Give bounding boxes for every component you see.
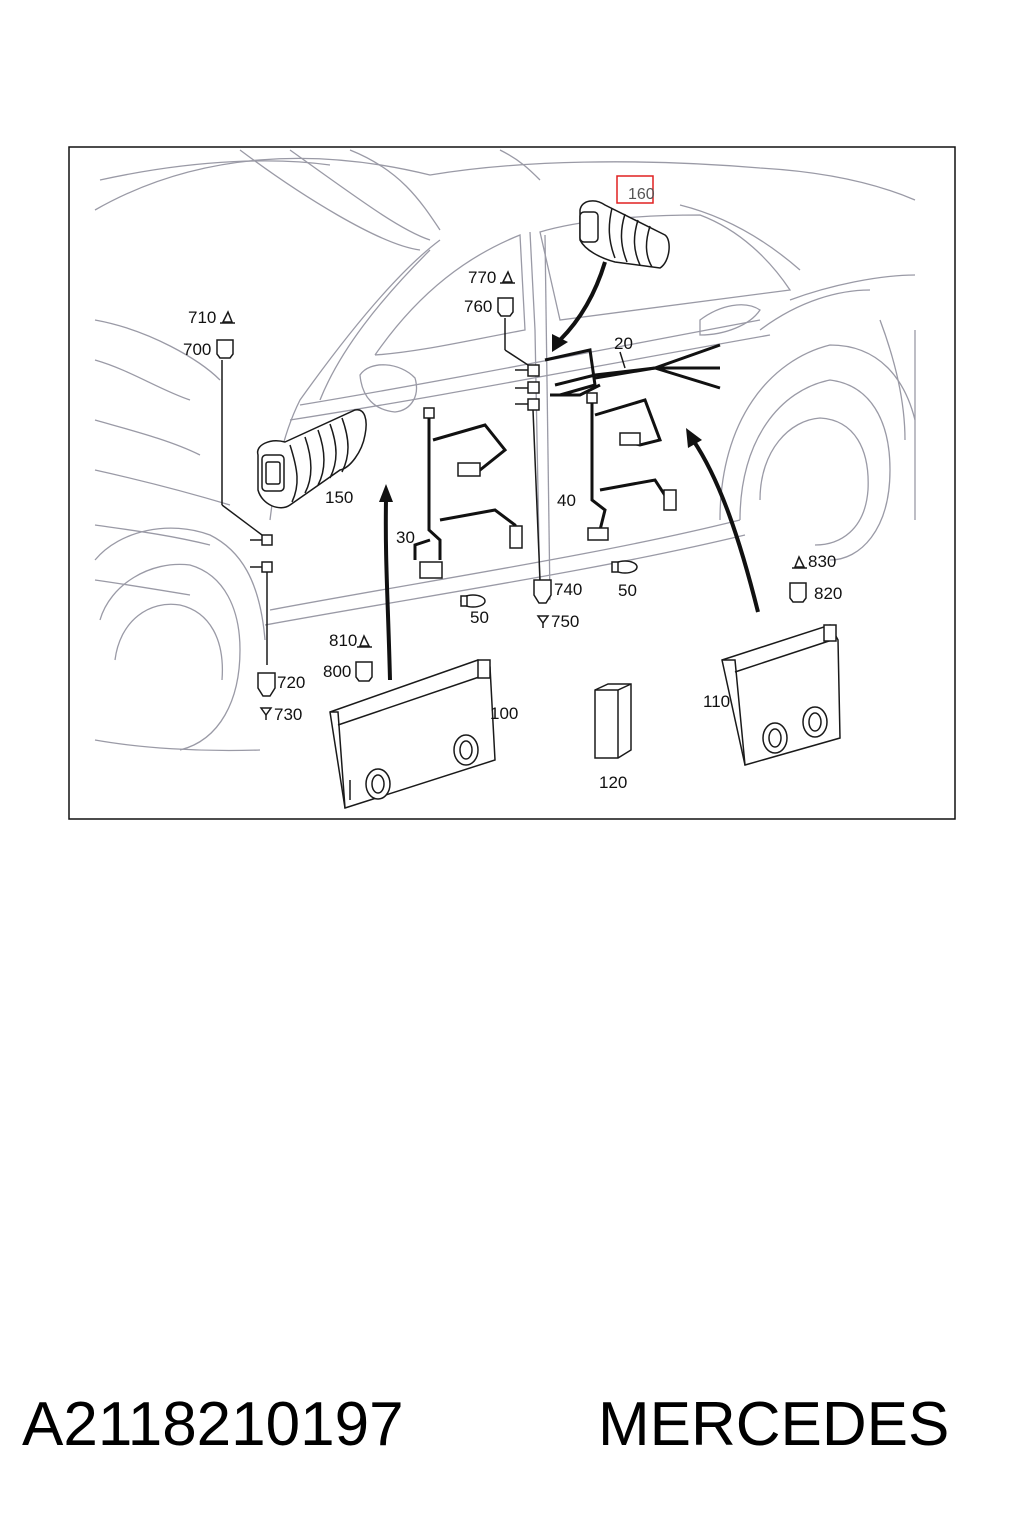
callout-720: 720 bbox=[277, 673, 305, 692]
terminal-symbols bbox=[216, 270, 807, 720]
harness-30 bbox=[413, 407, 523, 579]
callout-labels: 160 20 770 760 710 700 150 30 40 830 820… bbox=[183, 186, 842, 792]
callout-40: 40 bbox=[557, 491, 576, 510]
bulb-50-left bbox=[460, 594, 486, 608]
grommet-150 bbox=[256, 409, 367, 509]
connector-block-b-pillar bbox=[504, 318, 541, 581]
control-unit-100 bbox=[329, 659, 496, 809]
callout-50-left: 50 bbox=[470, 608, 489, 627]
callout-30: 30 bbox=[396, 528, 415, 547]
callout-800: 800 bbox=[323, 662, 351, 681]
grommet-160 bbox=[579, 200, 670, 269]
control-unit-110 bbox=[721, 624, 841, 766]
callout-810: 810 bbox=[329, 631, 357, 650]
callout-700: 700 bbox=[183, 340, 211, 359]
connector-block-front bbox=[221, 360, 273, 665]
callout-740: 740 bbox=[554, 580, 582, 599]
callout-50-right: 50 bbox=[618, 581, 637, 600]
harness-20 bbox=[544, 343, 721, 397]
callout-830: 830 bbox=[808, 552, 836, 571]
assembly-arrows bbox=[379, 261, 760, 681]
part-number: A2118210197 bbox=[22, 1390, 404, 1459]
brand-name: MERCEDES bbox=[598, 1390, 949, 1459]
harness-40 bbox=[586, 392, 677, 541]
callout-710: 710 bbox=[188, 308, 216, 327]
callout-110: 110 bbox=[703, 692, 730, 711]
callout-20: 20 bbox=[614, 334, 633, 353]
callout-120: 120 bbox=[599, 773, 627, 792]
callout-160: 160 bbox=[628, 186, 655, 203]
callout-730: 730 bbox=[274, 705, 302, 724]
callout-770: 770 bbox=[468, 268, 496, 287]
callout-150: 150 bbox=[325, 488, 353, 507]
callout-820: 820 bbox=[814, 584, 842, 603]
callout-160-highlight bbox=[616, 175, 654, 204]
part-120-block bbox=[594, 683, 632, 759]
bulb-50-right bbox=[611, 560, 638, 574]
callout-100: 100 bbox=[490, 704, 518, 723]
callout-760: 760 bbox=[464, 297, 492, 316]
callout-750: 750 bbox=[551, 612, 579, 631]
